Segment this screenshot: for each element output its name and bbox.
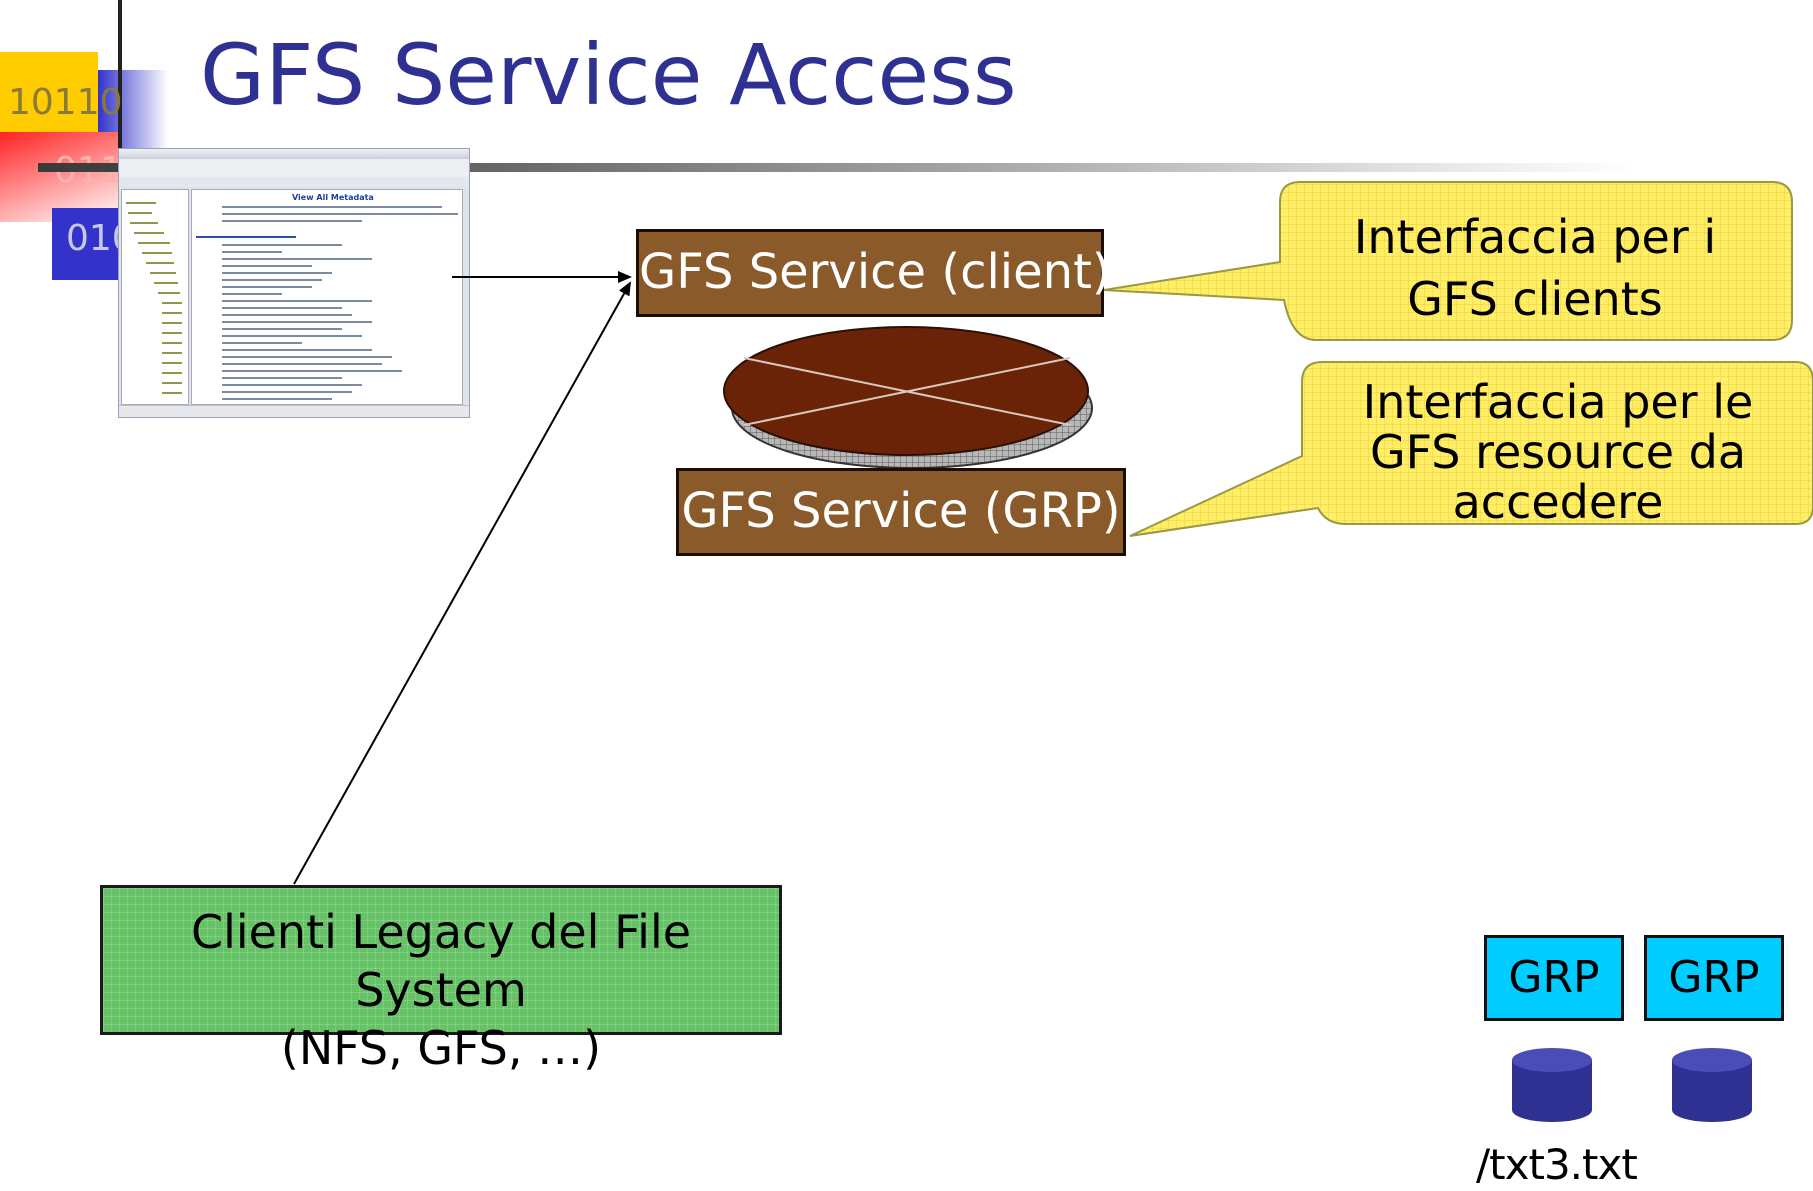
- tree-line: [162, 392, 182, 394]
- tree-line: [162, 362, 182, 364]
- metadata-line: [222, 220, 362, 222]
- metadata-line: [222, 314, 352, 316]
- logo-vertical-bar: [118, 0, 122, 285]
- metadata-line: [222, 251, 282, 253]
- logo-digits-1: 10110: [8, 82, 123, 123]
- tree-line: [146, 262, 174, 264]
- metadata-line: [222, 265, 312, 267]
- logo-square-yellow: [0, 52, 98, 132]
- screenshot-statusbar: [119, 405, 469, 417]
- metadata-line: [222, 213, 458, 215]
- metadata-line: [222, 370, 402, 372]
- screenshot-content: View All Metadata: [191, 189, 463, 405]
- metadata-line: [222, 342, 302, 344]
- tree-line: [142, 252, 172, 254]
- metadata-line: [222, 349, 372, 351]
- callout-grp-line2: GFS resource da: [1369, 425, 1747, 479]
- legacy-box-line2: (NFS, GFS, …): [280, 1021, 602, 1075]
- tree-line: [126, 202, 156, 204]
- slide-title: GFS Service Access: [200, 26, 1017, 124]
- metadata-line: [222, 384, 362, 386]
- tree-line: [162, 382, 182, 384]
- title-rule: [38, 163, 1638, 172]
- browser-screenshot: View All Metadata: [118, 148, 470, 418]
- tree-line: [162, 332, 182, 334]
- metadata-line: [222, 321, 372, 323]
- disk-cross-line: [743, 357, 1071, 426]
- callout-client-line2: GFS clients: [1407, 272, 1663, 326]
- screenshot-titlebar: [119, 149, 469, 159]
- metadata-line: [222, 272, 332, 274]
- callout-grp-text: Interfaccia per le GFS resource da acced…: [1318, 377, 1798, 527]
- screenshot-heading: View All Metadata: [292, 193, 374, 202]
- tree-line: [158, 292, 180, 294]
- callout-grp-line3: accedere: [1452, 475, 1664, 529]
- screenshot-bookmarks-bar: [119, 177, 469, 187]
- metadata-line: [222, 356, 392, 358]
- metadata-line: [222, 398, 332, 400]
- tree-line: [162, 322, 182, 324]
- metadata-line: [222, 258, 372, 260]
- tree-line: [138, 242, 170, 244]
- screenshot-sidebar: [121, 189, 189, 405]
- logo-square-red: [0, 132, 118, 222]
- metadata-line: [222, 286, 312, 288]
- grp-box: GRP: [1644, 935, 1784, 1021]
- callout-grp-shape: [1129, 361, 1813, 537]
- database-cylinder-icon: [1672, 1048, 1752, 1122]
- callout-client-line1: Interfaccia per i: [1353, 210, 1717, 264]
- logo-square-blue: [52, 208, 118, 280]
- tree-line: [134, 232, 164, 234]
- callout-grp-line1: Interfaccia per le: [1362, 375, 1754, 429]
- metadata-line: [222, 293, 282, 295]
- tree-line: [162, 352, 182, 354]
- metadata-line: [222, 335, 362, 337]
- gfs-service-grp-box: GFS Service (GRP): [676, 468, 1126, 556]
- tree-line: [154, 282, 178, 284]
- file-path-label: /txt3.txt: [1476, 1140, 1638, 1189]
- legacy-clients-box: Clienti Legacy del File System (NFS, GFS…: [100, 885, 782, 1075]
- tree-line: [128, 212, 152, 214]
- database-cylinder-icon: [1512, 1048, 1592, 1122]
- legacy-box-line1: Clienti Legacy del File System: [190, 905, 692, 1017]
- arrow-legacy-to-client: [293, 281, 631, 885]
- metadata-line: [196, 236, 296, 238]
- metadata-line: [222, 279, 322, 281]
- tree-line: [162, 342, 182, 344]
- tree-line: [150, 272, 176, 274]
- metadata-line: [222, 300, 372, 302]
- metadata-line: [222, 206, 442, 208]
- tree-line: [130, 222, 158, 224]
- metadata-line: [222, 377, 342, 379]
- gfs-service-client-box: GFS Service (client): [636, 229, 1111, 317]
- metadata-line: [222, 307, 342, 309]
- metadata-line: [222, 391, 352, 393]
- metadata-line: [222, 328, 342, 330]
- metadata-line: [222, 244, 342, 246]
- tree-line: [162, 302, 182, 304]
- grp-box: GRP: [1484, 935, 1624, 1021]
- callout-client-shape: [1103, 181, 1793, 341]
- tree-line: [162, 312, 182, 314]
- storage-disk: [723, 326, 1093, 469]
- tree-line: [162, 372, 182, 374]
- callout-client-text: Interfaccia per i GFS clients: [1290, 206, 1780, 330]
- metadata-line: [222, 363, 382, 365]
